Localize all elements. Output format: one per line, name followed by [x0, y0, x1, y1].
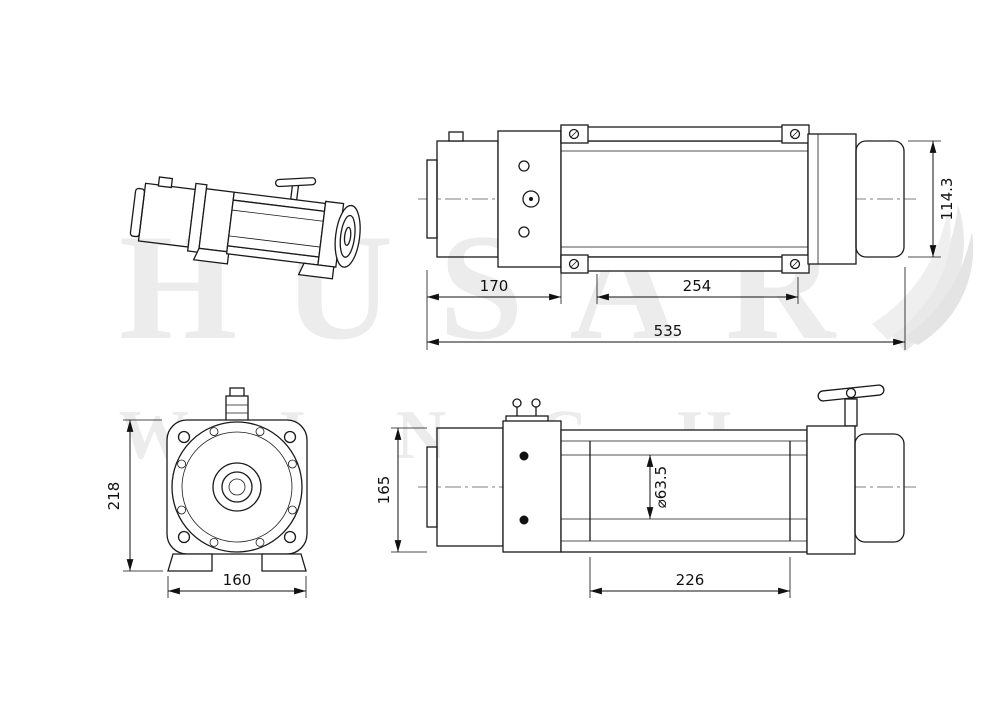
- bolt-hole: [255, 427, 265, 437]
- dim-label-overall-height: 218: [105, 482, 123, 511]
- bolt-hole: [209, 538, 219, 547]
- dim-label-motor-length: 170: [480, 277, 509, 295]
- dim-label-base-width: 160: [223, 571, 252, 589]
- watermark-eagle-wing: [872, 205, 974, 352]
- pictorial-view: [129, 176, 361, 280]
- bolt-hole: [209, 427, 219, 437]
- clutch-handle: [274, 177, 317, 188]
- bolt-head: [519, 451, 529, 461]
- bolt-hole: [177, 459, 187, 469]
- mount-foot: [261, 553, 307, 572]
- drum-housing: [560, 429, 808, 553]
- shaft-bore: [228, 478, 246, 496]
- clutch-handle: [817, 384, 885, 402]
- dim-label-drum-length: 254: [683, 277, 712, 295]
- housing-outline: [166, 419, 308, 555]
- terminal-ring: [512, 398, 522, 408]
- gearbox-ribbed-cap: [854, 433, 905, 543]
- motor-terminal: [448, 131, 464, 142]
- flange-outer-circle: [171, 421, 303, 553]
- terminal-ring: [531, 398, 541, 408]
- motor-end-cap: [426, 446, 438, 528]
- front-view: [166, 387, 308, 572]
- corner-bolt: [177, 530, 191, 544]
- mount-foot: [297, 262, 335, 280]
- clutch-stem: [844, 398, 858, 427]
- bolt-hole: [518, 160, 530, 172]
- clutch-knob: [225, 395, 249, 423]
- shaft-circle: [221, 471, 253, 503]
- bolt-hole: [255, 538, 265, 547]
- dim-label-overall-length: 535: [654, 322, 683, 340]
- bolt-hole: [287, 505, 297, 515]
- motor-terminal: [157, 176, 174, 189]
- clutch-handle-bar: [274, 177, 317, 188]
- tie-bar-top: [560, 126, 809, 142]
- motor-end-cap: [426, 159, 438, 239]
- screw-slot: [570, 260, 578, 268]
- hub-circle: [212, 462, 262, 512]
- bolt-hole: [177, 505, 187, 515]
- gearbox-end-hub: [343, 226, 352, 246]
- clutch-handle-pivot: [845, 387, 857, 399]
- mount-bracket-plate: [502, 420, 562, 553]
- corner-bolt: [283, 430, 297, 444]
- gearbox-block: [807, 133, 857, 265]
- shaft-center: [529, 197, 533, 201]
- corner-bolt: [283, 530, 297, 544]
- gearbox-end-ring: [339, 214, 356, 258]
- front-view-dimensions: 218 160: [105, 419, 307, 598]
- screw-slot: [791, 260, 799, 268]
- drum-edge-line: [231, 209, 324, 222]
- top-view: [418, 124, 916, 274]
- drum-housing: [560, 140, 809, 258]
- tie-bar-bottom: [560, 256, 809, 272]
- side-view: [418, 384, 916, 555]
- dim-label-body-height: 165: [375, 476, 393, 505]
- mount-foot: [192, 247, 230, 265]
- top-view-dimensions: 170 254 535 114.3: [426, 140, 956, 350]
- dim-label-drum-length: 226: [676, 571, 705, 589]
- wing-feather: [872, 210, 951, 340]
- dim-label-drum-diameter: ⌀63.5: [652, 466, 670, 508]
- gearbox-ribbed-cap: [855, 140, 905, 258]
- screw-slot: [570, 130, 578, 138]
- bolt-hole: [287, 459, 297, 469]
- side-view-dimensions: 165 ⌀63.5 226: [375, 427, 791, 598]
- drum-edge-line: [228, 235, 321, 248]
- mount-foot: [167, 553, 213, 572]
- screw-slot: [791, 130, 799, 138]
- corner-bolt: [177, 430, 191, 444]
- bolt-hole: [518, 226, 530, 238]
- wing-feather: [902, 232, 974, 345]
- flange-inner-circle: [181, 431, 293, 543]
- gearbox-block: [806, 425, 856, 555]
- dim-label-end-height: 114.3: [938, 178, 956, 221]
- bolt-head: [519, 515, 529, 525]
